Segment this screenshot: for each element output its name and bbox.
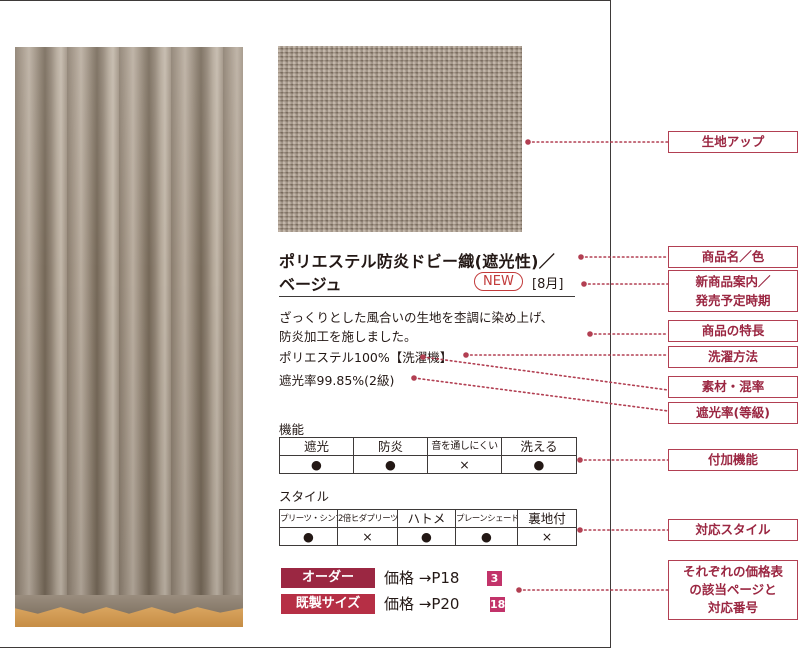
leader-dot: [581, 281, 587, 287]
table-row: プリーツ・シンプリーツ 2倍ヒダプリーツ ハトメ プレーンシェード 裏地付: [279, 509, 577, 528]
style-value: ×: [337, 527, 398, 546]
curtain-shading: [15, 47, 243, 613]
leader-dot: [463, 352, 469, 358]
ready-made-price-reference: 価格 →P20: [384, 595, 460, 613]
callout-text: 対応番号: [707, 600, 758, 615]
style-header: 裏地付: [517, 509, 577, 528]
function-value: ●: [279, 455, 354, 474]
leader-dot: [577, 527, 583, 533]
product-name: ポリエステル防炎ドビー織(遮光性)／: [279, 252, 556, 271]
page-top-border: [0, 0, 611, 1]
callout-text: 生地アップ: [701, 134, 765, 149]
leader-dot: [578, 254, 584, 260]
table-row: ● × ● ● ×: [279, 527, 577, 546]
curtain-hem: [15, 595, 243, 614]
ready-made-price-tag: 既製サイズ: [281, 594, 375, 614]
styles-label: スタイル: [279, 489, 330, 504]
style-value: ×: [517, 527, 577, 546]
callout-new-release: 新商品案内／ 発売予定時期: [668, 270, 798, 312]
callout-text: 遮光率(等級): [696, 405, 770, 420]
callout-text: 発売予定時期: [695, 293, 771, 308]
product-description-line1: ざっくりとした風合いの生地を杢調に染め上げ、: [279, 310, 554, 325]
callout-features: 商品の特長: [668, 320, 798, 342]
functions-label: 機能: [279, 422, 305, 437]
curtain-fabric: [15, 47, 243, 613]
leader-dot: [525, 139, 531, 145]
order-price-reference: 価格 →P18: [384, 569, 460, 587]
styles-table: プリーツ・シンプリーツ 2倍ヒダプリーツ ハトメ プレーンシェード 裏地付 ● …: [279, 509, 577, 546]
leader-dot: [411, 375, 417, 381]
ready-made-price-number: 18: [490, 597, 506, 612]
new-badge: NEW: [474, 272, 523, 291]
callout-functions: 付加機能: [668, 449, 798, 471]
product-description-line2: 防炎加工を施しました。: [279, 329, 417, 344]
leader-blackout: [413, 377, 669, 412]
table-row: ● ● × ●: [279, 455, 577, 474]
callout-text: の該当ページと: [689, 582, 777, 597]
table-row: 遮光 防炎 音を通しにくい 洗える: [279, 437, 577, 456]
callout-text: 対応スタイル: [695, 522, 771, 537]
leader-material: [422, 356, 669, 391]
callout-styles: 対応スタイル: [668, 519, 798, 541]
callout-material: 素材・混率: [668, 376, 798, 398]
order-price-number: 3: [487, 571, 502, 586]
style-value: ●: [279, 527, 338, 546]
title-divider: [279, 296, 575, 297]
curtain-photo: [15, 47, 243, 627]
leader-dot: [420, 354, 426, 360]
blackout-rate: 遮光率99.85%(2級): [279, 373, 395, 388]
callout-price-reference: それぞれの価格表 の該当ページと 対応番号: [668, 560, 798, 620]
release-month: [8月]: [532, 277, 564, 292]
callout-washing: 洗濯方法: [668, 346, 798, 368]
function-header: 遮光: [279, 437, 354, 456]
callout-text: それぞれの価格表: [682, 564, 783, 579]
wooden-floor: [15, 607, 243, 627]
product-color: ベージュ: [279, 275, 342, 294]
callout-text: 商品の特長: [701, 323, 765, 338]
callout-name-color: 商品名／色: [668, 246, 798, 268]
material-washing: ポリエステル100%【洗濯機】: [279, 350, 453, 365]
callout-fabric-closeup: 生地アップ: [668, 131, 798, 153]
functions-table: 遮光 防炎 音を通しにくい 洗える ● ● × ●: [279, 437, 577, 474]
function-header: 防炎: [353, 437, 428, 456]
function-value: ●: [501, 455, 577, 474]
callout-blackout: 遮光率(等級): [668, 402, 798, 424]
order-price-tag: オーダー: [281, 568, 375, 588]
callout-text: 新商品案内／: [695, 274, 771, 289]
callout-text: 商品名／色: [701, 249, 765, 264]
callout-text: 洗濯方法: [707, 349, 758, 364]
leader-dot: [577, 457, 583, 463]
callout-text: 付加機能: [707, 452, 758, 467]
leader-dot: [516, 587, 522, 593]
leader-dot: [587, 331, 593, 337]
fabric-swatch-photo: [278, 46, 522, 232]
callout-text: 素材・混率: [701, 379, 765, 394]
